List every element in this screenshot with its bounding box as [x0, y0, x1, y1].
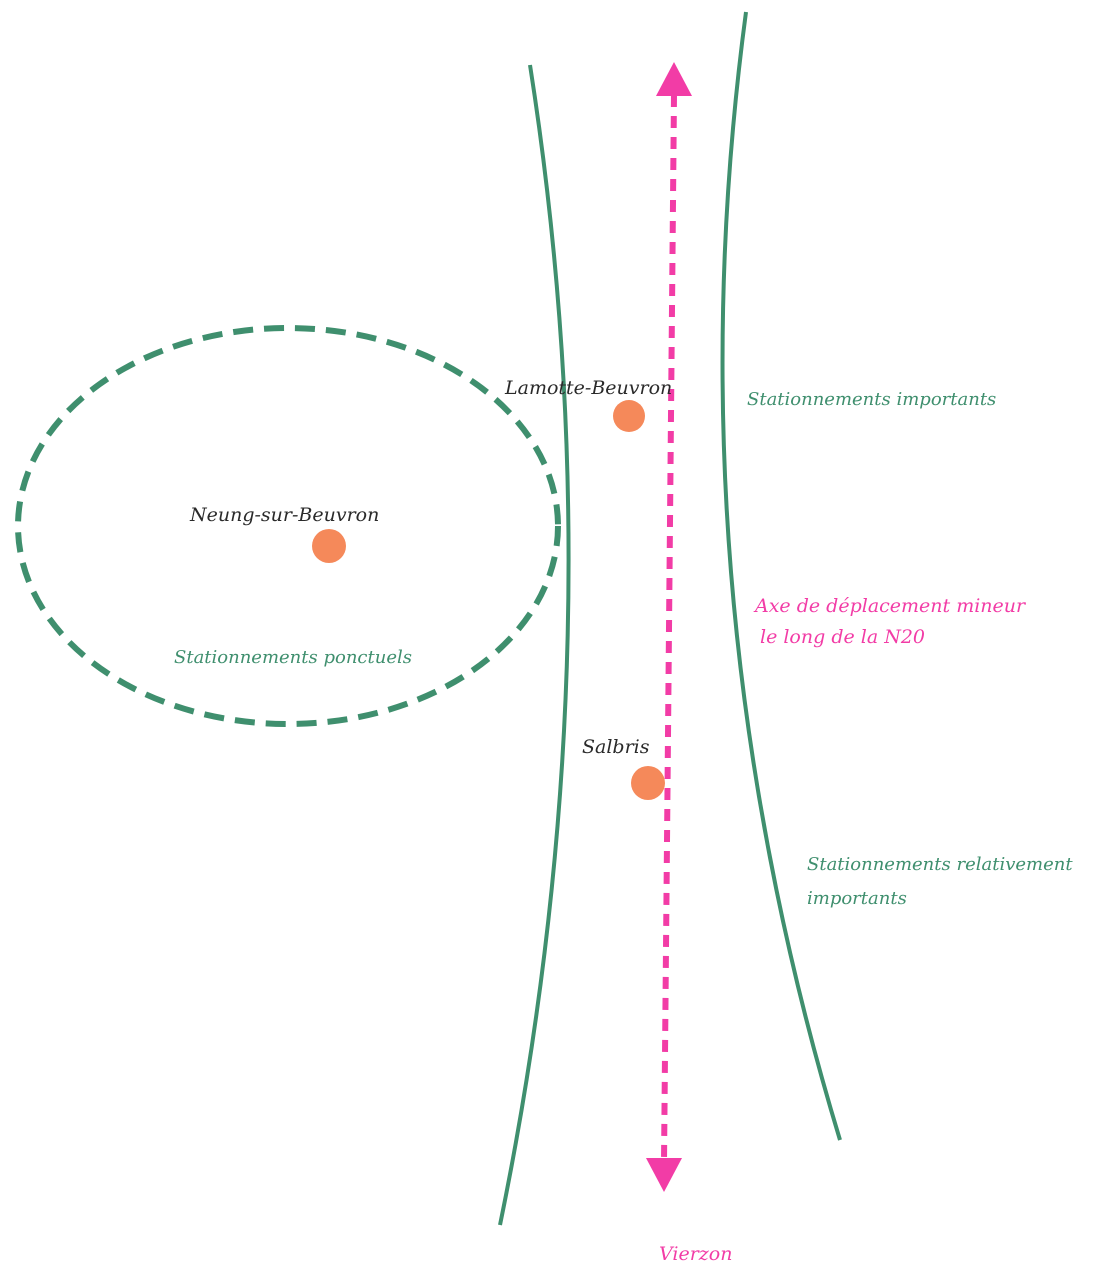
town-marker-salbris: [631, 766, 665, 800]
town-marker-lamotte-beuvron: [613, 400, 645, 432]
axis-arrow-up-icon: [656, 62, 692, 96]
zone-label-important: Stationnements importants: [747, 389, 996, 410]
axis-label-line2: le long de la N20: [760, 626, 925, 648]
corridor-right-boundary: [720, 11, 842, 1141]
zone-label-punctual: Stationnements ponctuels: [174, 647, 412, 668]
town-label-lamotte-beuvron: Lamotte-Beuvron: [504, 377, 672, 399]
town-marker-neung-sur-beuvron: [312, 529, 346, 563]
axis-label-line1: Axe de déplacement mineur: [753, 595, 1027, 617]
town-label-salbris: Salbris: [582, 736, 650, 758]
zone-label-relatively-important-line2: importants: [807, 888, 907, 909]
n20-movement-axis: [661, 94, 677, 1163]
punctual-parking-zone: [15, 325, 561, 727]
corridor-left-boundary: [498, 64, 571, 1226]
axis-arrow-down-icon: [646, 1158, 682, 1192]
zone-label-relatively-important-line1: Stationnements relativement: [807, 854, 1073, 875]
axis-destination-label: Vierzon: [659, 1243, 732, 1265]
town-label-neung-sur-beuvron: Neung-sur-Beuvron: [189, 504, 379, 526]
